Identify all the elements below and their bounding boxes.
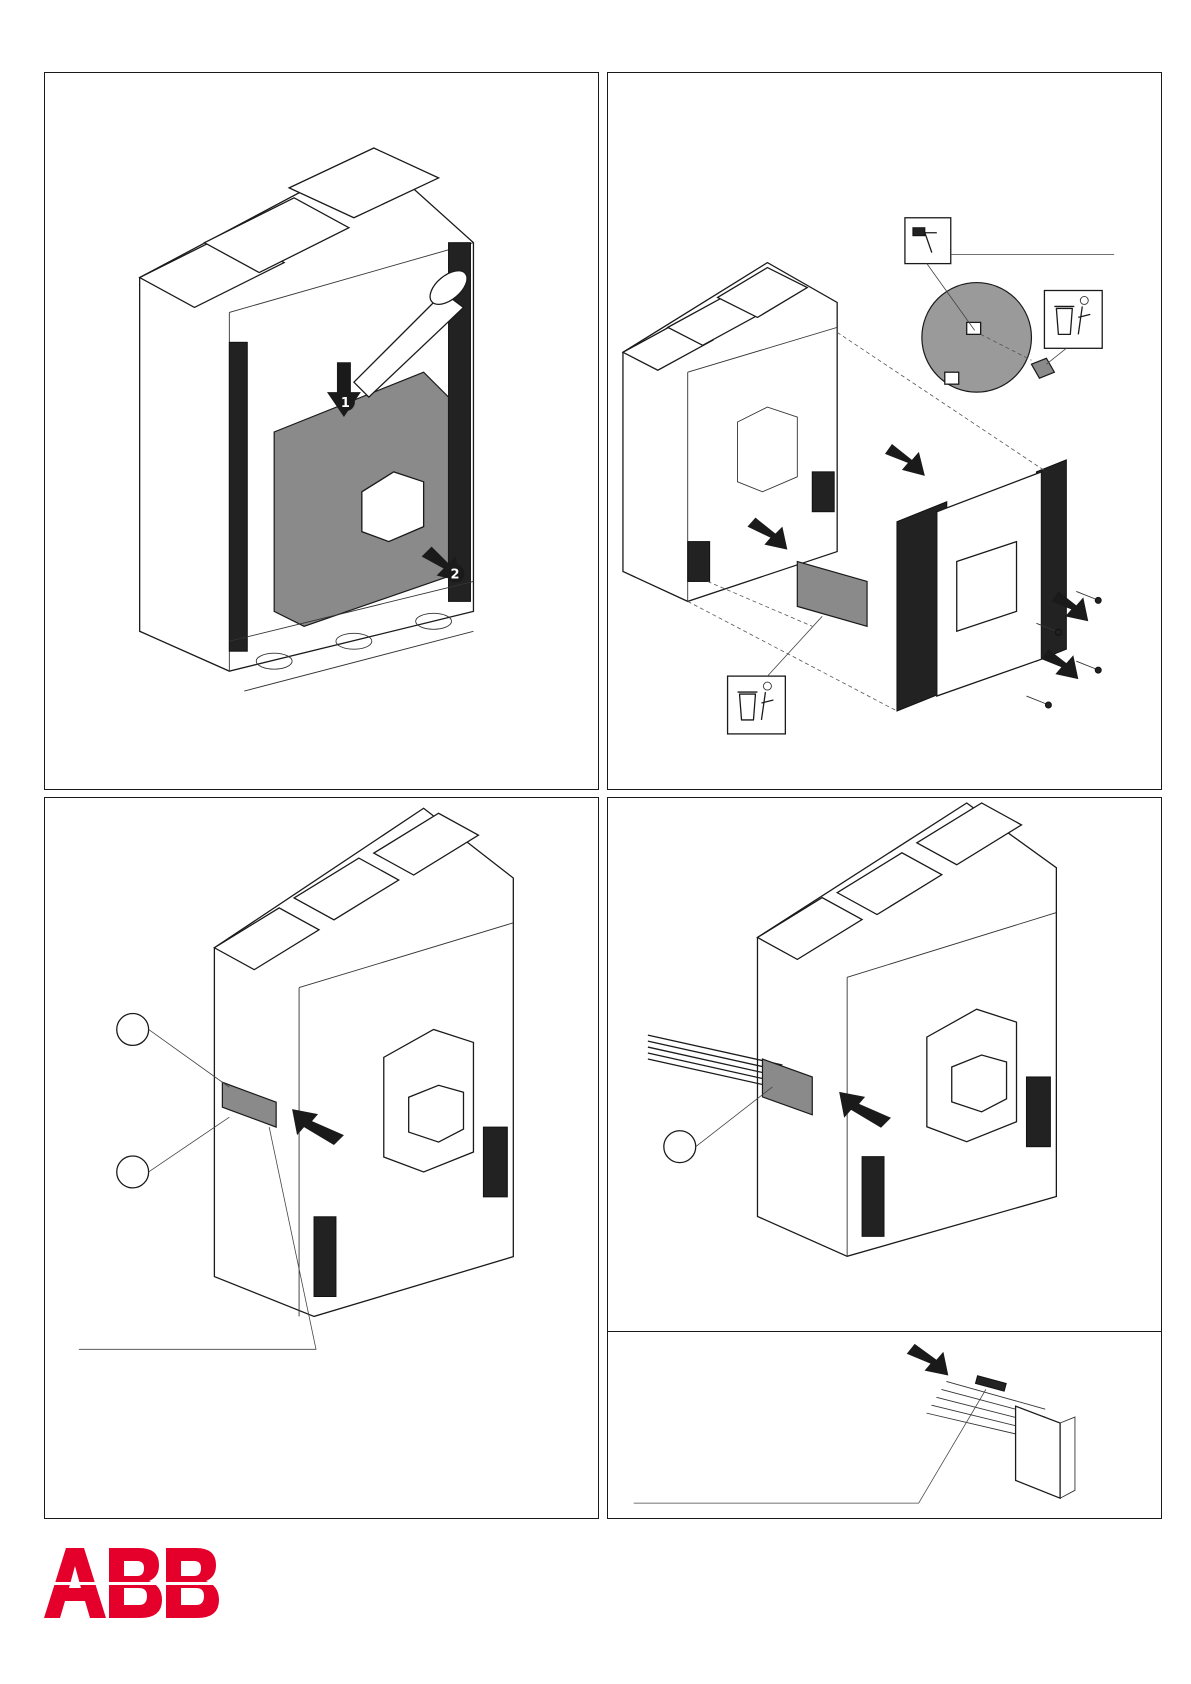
heatsink-right [1026, 1077, 1050, 1147]
callout-1 [664, 1087, 773, 1163]
heatsink-left [688, 542, 710, 582]
heatsink-lower-left [862, 1157, 884, 1237]
illustration-breaker-cover-removal: 1 2 [45, 73, 598, 789]
recycle-bin-icon [1044, 291, 1102, 349]
hammer-icon [905, 218, 951, 264]
callout-2 [117, 1117, 230, 1188]
connector-housing [1016, 1406, 1061, 1498]
step-marker-2: 2 [451, 567, 460, 582]
step-marker-1: 1 [341, 396, 350, 411]
heatsink-right [812, 472, 834, 512]
removed-plug [1031, 358, 1054, 378]
arrow-remove-cover [885, 444, 925, 476]
detail-magnifier [922, 283, 1032, 393]
heatsink-right [483, 1127, 507, 1197]
abb-logo [44, 1548, 222, 1618]
panel-remove-front-cover: 1 2 [44, 72, 599, 790]
illustration-wire-detail [608, 1332, 1161, 1518]
illustration-connector-insertion [45, 798, 598, 1518]
panel-insert-connector [44, 797, 599, 1519]
panel-wire-detail [607, 1331, 1162, 1519]
panel-connector-wiring [607, 797, 1162, 1332]
abb-logo-mark [44, 1548, 222, 1618]
illustration-connector-wiring [608, 798, 1161, 1331]
recycle-bin-icon [728, 676, 786, 734]
panel-exploded-cover [607, 72, 1162, 790]
illustration-exploded-view [608, 73, 1161, 789]
arrow-insert-wire [907, 1344, 949, 1376]
callout-1 [117, 1014, 230, 1088]
heatsink-left [229, 342, 247, 651]
arrow-screws-lower [1041, 649, 1078, 679]
wire-ferrule [975, 1376, 1006, 1391]
heatsink-lower-left [314, 1217, 336, 1297]
removed-cover-strip [797, 562, 867, 627]
